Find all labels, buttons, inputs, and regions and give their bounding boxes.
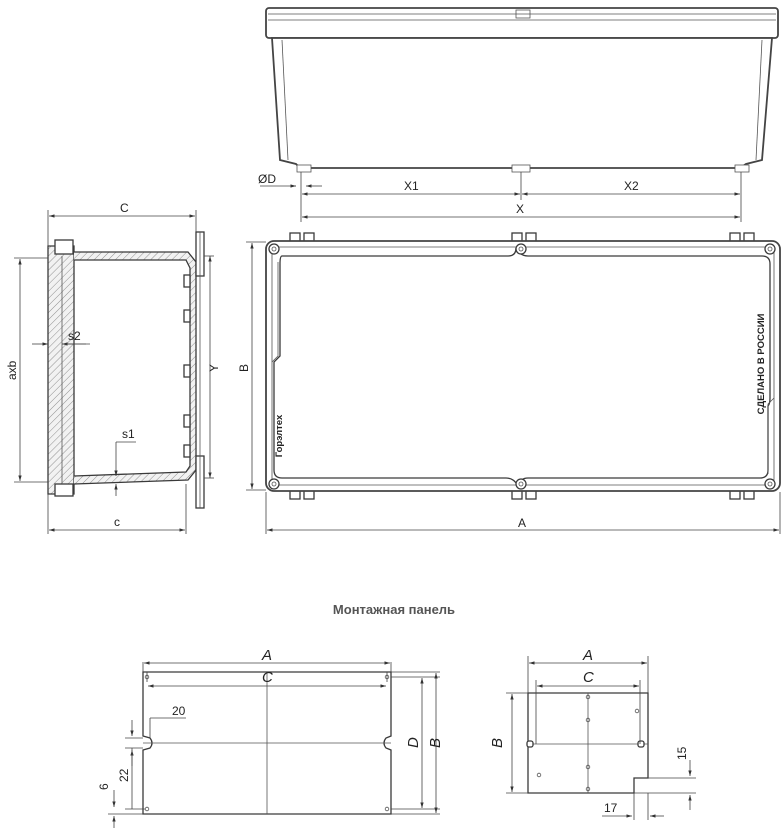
dim-label-od: ØD — [258, 172, 276, 186]
dim-label-a: A — [518, 516, 526, 530]
panel-right-dim-c: C — [583, 669, 594, 686]
panel-right-dim-17: 17 — [604, 801, 618, 815]
dim-label-x: X — [516, 202, 524, 216]
mounting-panel-left: A C D B 20 22 6 — [97, 647, 444, 828]
panel-left-dim-22: 22 — [117, 768, 131, 782]
dim-label-b: B — [237, 364, 251, 372]
mounting-panel-title: Монтажная панель — [333, 602, 455, 617]
marking-made-in-russia: СДЕЛАНО В РОССИИ — [756, 313, 767, 414]
panel-right-dim-15: 15 — [675, 746, 689, 760]
panel-left-dim-a: A — [261, 647, 272, 664]
mounting-panel-right: A C B 15 17 — [489, 647, 696, 820]
marking-brand: Горэлтех — [274, 414, 285, 457]
panel-left-dim-20: 20 — [172, 704, 186, 718]
panel-left-dim-d: D — [405, 737, 422, 748]
dim-label-c-lower: c — [114, 515, 120, 529]
front-view: СДЕЛАНО В РОССИИ Горэлтех B A — [237, 232, 781, 534]
dim-label-y: Y — [207, 364, 221, 372]
panel-right-dim-b: B — [489, 738, 506, 748]
side-section-view: C axb s2 s1 Y c — [5, 201, 221, 534]
dim-label-c-upper: C — [120, 201, 129, 215]
panel-right-dim-a: A — [582, 647, 593, 664]
dim-label-axb: axb — [5, 360, 19, 380]
dim-label-s1: s1 — [122, 427, 135, 441]
panel-left-dim-c: C — [262, 669, 273, 686]
dim-label-s2: s2 — [68, 329, 81, 343]
panel-left-dim-b: B — [427, 738, 444, 748]
dim-label-x2: X2 — [624, 179, 639, 193]
panel-left-dim-6: 6 — [97, 783, 111, 790]
top-view: ØD X1 X2 X — [258, 7, 779, 222]
dim-label-x1: X1 — [404, 179, 419, 193]
